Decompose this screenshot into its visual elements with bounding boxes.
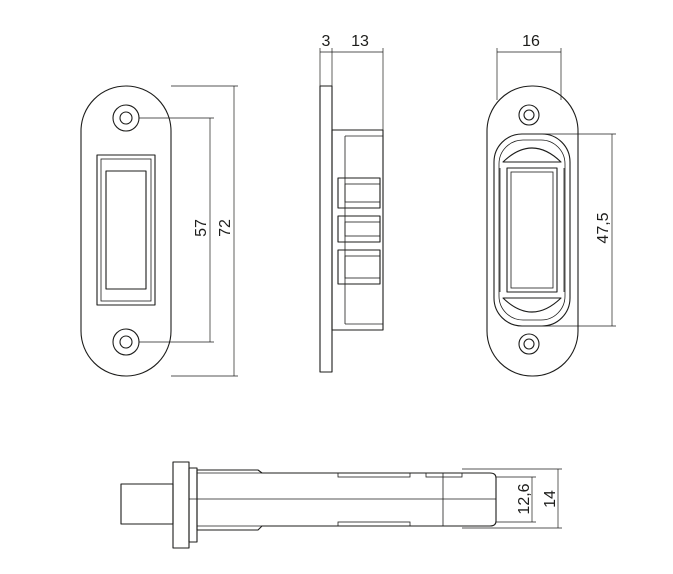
top-collar (188, 467, 198, 543)
dim-label-16: 16 (522, 33, 540, 50)
dim-label-12-6: 12,6 (516, 483, 533, 514)
front-view: 57 72 (80, 85, 238, 377)
top-view: 12,6 14 (120, 461, 562, 549)
side-body (331, 129, 384, 331)
dim-label-57: 57 (193, 219, 210, 237)
front-dimension-lines (139, 85, 238, 377)
front-bottom-screw-hole (112, 328, 140, 356)
dim-label-72: 72 (217, 219, 234, 237)
front-top-screw-hole (112, 104, 140, 132)
dim-label-47-5: 47,5 (595, 212, 612, 243)
front-faceplate-outline (80, 85, 172, 377)
back-bottom-screw-hole (518, 333, 540, 355)
side-body-ribs (344, 135, 383, 325)
side-dimension-lines (319, 48, 384, 130)
top-faceplate (172, 461, 190, 549)
side-view: 3 13 (319, 33, 384, 373)
back-latch-housing (493, 133, 571, 327)
side-faceplate (319, 85, 333, 373)
front-latch-opening (96, 154, 156, 306)
top-latch-bolt (120, 483, 174, 525)
top-dimension-lines (462, 468, 562, 529)
back-view: 16 47,5 (486, 33, 616, 377)
top-body-outline (196, 469, 497, 531)
dim-label-3: 3 (322, 33, 331, 50)
dim-label-14: 14 (542, 490, 559, 508)
dim-label-13: 13 (351, 33, 369, 50)
back-dimension-lines (496, 48, 616, 327)
top-body-details (189, 472, 496, 527)
back-top-screw-hole (518, 104, 540, 126)
back-faceplate-outline (486, 85, 579, 377)
side-latch-tabs (337, 177, 381, 285)
